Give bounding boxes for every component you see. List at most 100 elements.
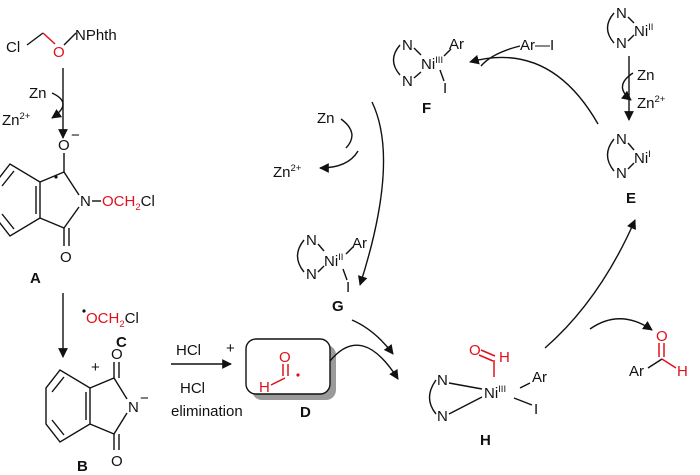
zn2-release-arrow [319,150,359,173]
n1-H: N [437,372,448,389]
n2-G: N [306,266,317,283]
zn-curved-arrow-E [621,72,634,101]
label-A: A [30,270,41,287]
product-ar: Ar [629,363,644,380]
zn2-byproduct-G: Zn2+ [273,163,302,181]
i-H: I [534,401,538,418]
ar-H: Ar [532,369,547,386]
ligand-backbone-E [606,138,615,172]
label-D: D [300,404,311,421]
product-h: H [677,363,688,380]
ar-i-curved-arrow [480,45,521,67]
starting-material: Cl O NPhth Zn Zn2+ [2,27,117,139]
ni-top: NiII [634,22,653,40]
zn-curved-arrow [51,92,64,119]
aldehyde-product: Ar O H [629,328,688,380]
aryl-iodide-reagent: Ar—I [480,37,554,67]
ni-E: NiI [634,149,651,167]
carbonyl-o-A: O [60,249,72,266]
zn-reagent: Zn [29,85,47,102]
acyl-h-H: H [499,349,510,366]
radical-dot-D [296,373,300,377]
arrow-E-to-F [469,54,599,125]
radical-dot-A [54,175,58,179]
formyl-radical-D: O H D [245,338,336,421]
zn-curved-arrow-G [340,118,353,149]
i-F: I [443,80,447,97]
formyl-o: O [279,349,291,366]
complex-H: O H N N NiIII Ar I H [428,342,547,449]
hcl-bottom: HCl [180,380,205,397]
n2-F: N [402,73,413,90]
n1-G: N [306,232,317,249]
intermediate-A: O − O N OCH2Cl A [0,127,155,287]
zn2-byproduct: Zn2+ [2,111,31,129]
carbonyl-o-top-B: O [111,346,123,363]
hcl-elimination-step: HCl + HCl elimination [171,340,243,420]
ni-ii-precatalyst: N N NiII Zn Zn2+ [606,5,666,121]
arrow-D-to-H [329,344,399,380]
complex-G: N N NiII Ar I G [296,232,367,315]
ar-i-text: Ar—I [520,37,554,54]
ligand-backbone-G [296,239,305,273]
radical-dot-C [82,309,86,313]
n2-H: N [437,408,448,425]
complex-E: N N NiI E [606,131,651,207]
ligand-backbone-F [392,44,401,76]
radical-C: OCH2Cl C [82,309,139,351]
phthalimide-anion-B: + O O N − B [45,346,149,475]
elimination-label: elimination [171,403,243,420]
zn-reagent-E: Zn [637,67,655,84]
ring-c1-bond [39,171,65,183]
label-H: H [480,432,491,449]
och2cl-group-A: OCH2Cl [102,193,155,213]
benzene-ring-A [0,163,41,237]
acyl-o-H: O [469,342,481,359]
minus-charge-B: − [140,390,149,407]
arrow-H-to-E [544,219,636,349]
n2-E: N [616,165,627,182]
ch2-o-bond [42,32,56,45]
complex-F: N N NiIII Ar I F [392,36,464,117]
i-G: I [346,279,350,296]
label-F: F [422,100,431,117]
ni-F: NiIII [421,55,443,73]
ring-c3-bond [39,217,65,229]
carbonyl-o-bottom-B: O [111,453,123,470]
zn-reagent-G: Zn [317,110,335,127]
arrow-G-to-H [351,319,394,355]
label-G: G [332,298,344,315]
n1-F: N [402,37,413,54]
plus-sign-D: + [226,340,235,357]
zn-reduction-step: Zn Zn2+ [273,110,359,181]
ni-G: NiII [324,252,343,270]
n1-top: N [616,5,627,22]
arrow-to-product [589,318,653,331]
product-o: O [656,328,668,345]
och2cl-group-C: OCH2Cl [86,310,139,330]
ligand-backbone-top [606,12,615,44]
hcl-top: HCl [176,342,201,359]
label-E: E [626,190,636,207]
nphth-group: NPhth [75,27,117,44]
n-atom-A: N [80,193,91,210]
minus-charge-A: − [71,127,80,144]
o-minus-atom: O [58,137,70,154]
oxygen-atom-red: O [53,44,65,61]
benzene-ring-B [45,369,91,443]
label-B: B [77,458,88,475]
o-n-bond [63,32,77,46]
ar-G: Ar [352,235,367,252]
ar-F: Ar [449,36,464,53]
formyl-h: H [259,379,270,396]
ni-H: NiIII [484,384,506,402]
ligand-backbone-H [428,379,437,415]
cl-ch2-bond [26,32,44,46]
n1-E: N [616,131,627,148]
label-C: C [116,334,127,351]
n-atom-B: N [128,399,139,416]
plus-sign-B: + [91,359,100,376]
cl-atom: Cl [6,39,20,56]
